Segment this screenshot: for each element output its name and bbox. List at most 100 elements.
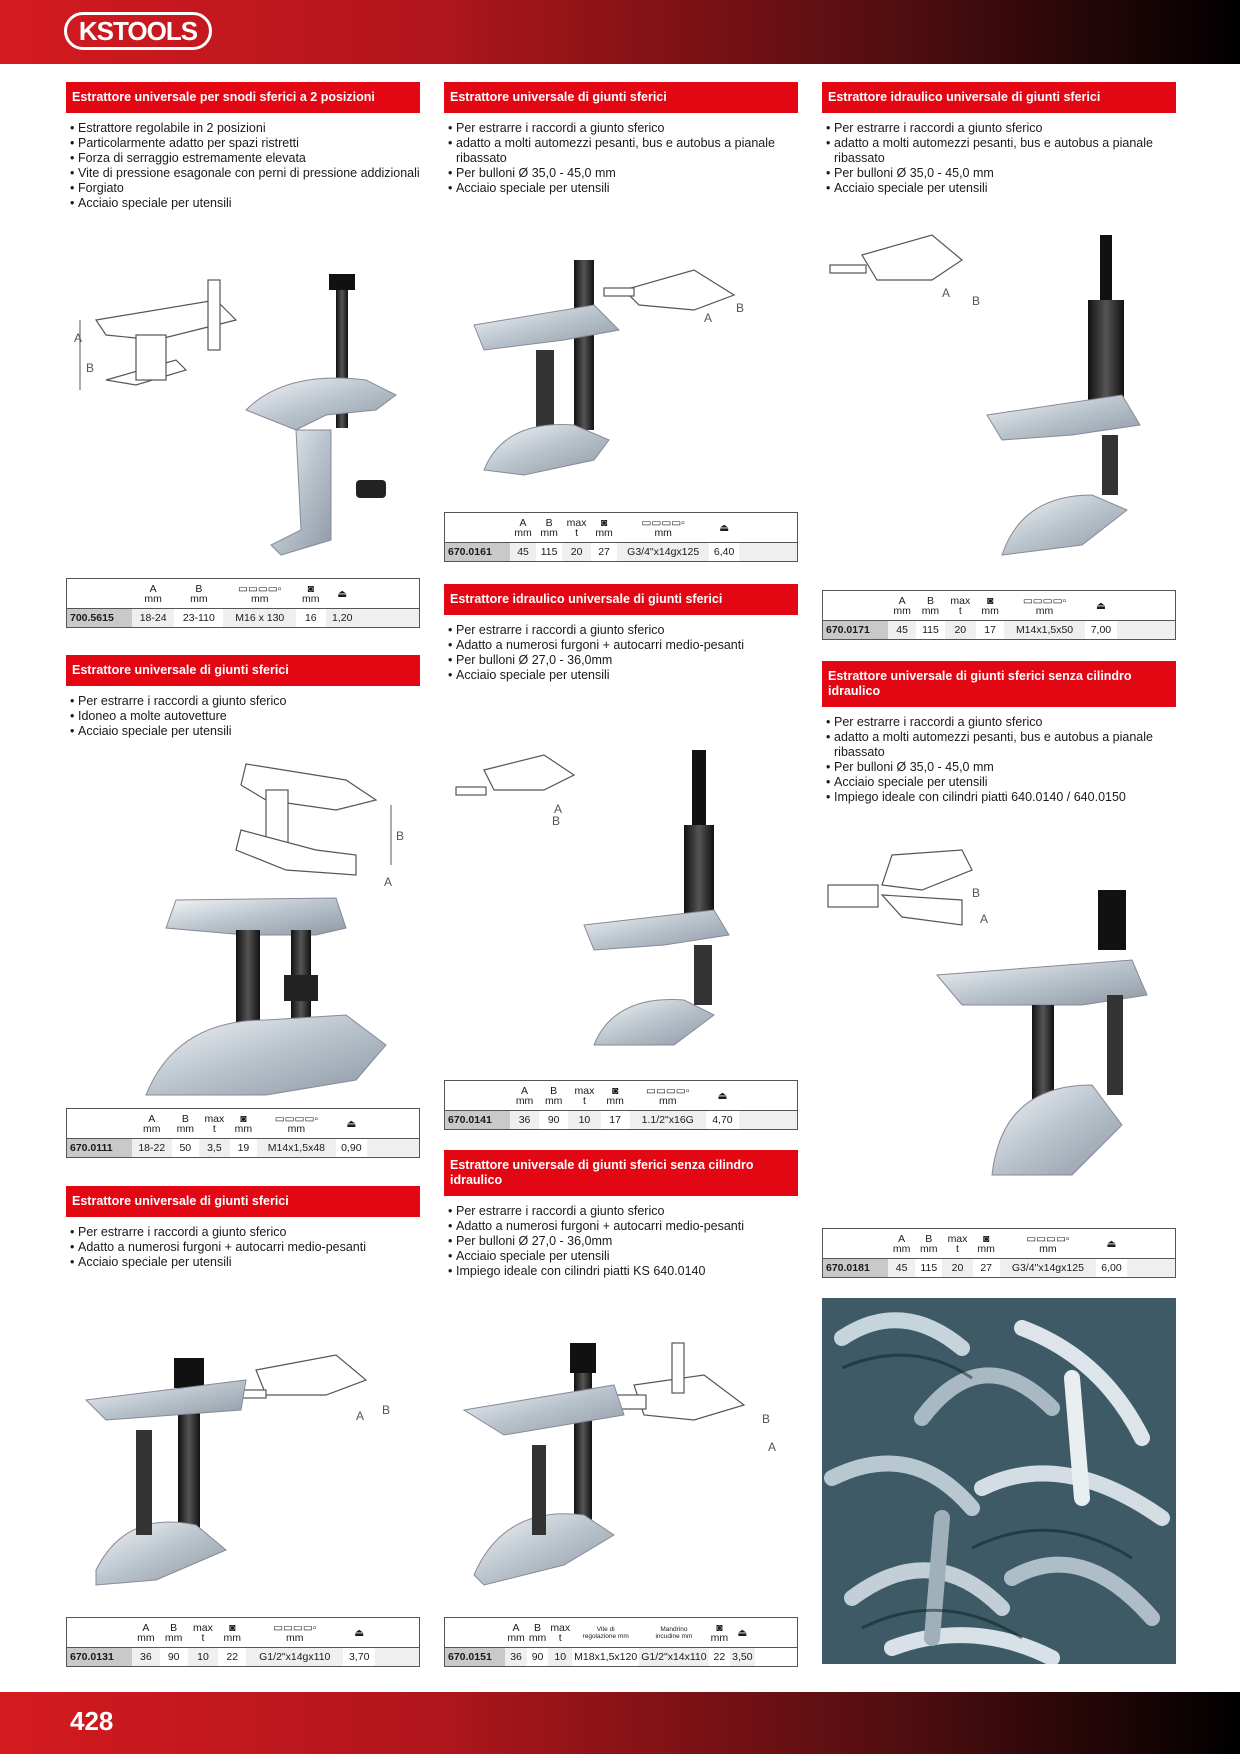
spec-header: ◙mm	[296, 579, 326, 609]
socket-icon: ◙	[983, 1232, 990, 1245]
feature-item: Per bulloni Ø 35,0 - 45,0 mm	[826, 760, 1176, 775]
product-670-0151: Estrattore universale di giunti sferici …	[444, 1150, 798, 1279]
socket-icon: ◙	[307, 582, 314, 595]
article-number: 700.5615	[67, 608, 132, 627]
spec-value: 115	[920, 1262, 938, 1274]
feature-item: Adatto a numerosi furgoni + autocarri me…	[448, 1219, 798, 1234]
feature-item: Acciaio speciale per utensili	[70, 1255, 420, 1270]
spec-value: 3,5	[199, 1138, 230, 1157]
spec-header: ⏏	[325, 579, 359, 609]
feature-item: Per estrarre i raccordi a giunto sferico	[826, 715, 1176, 730]
feature-item: Particolarmente adatto per spazi ristret…	[70, 136, 420, 151]
article-number: 670.0181	[823, 1258, 888, 1277]
product-image-670-0171: A B	[829, 234, 1141, 556]
weight-icon: ⏏	[717, 1089, 728, 1102]
dimension-label-b: B	[382, 1403, 390, 1417]
feature-item: Per estrarre i raccordi a giunto sferico	[70, 1225, 420, 1240]
feature-item: Forgiato	[70, 181, 420, 196]
dimension-label-a: A	[704, 311, 712, 325]
spec-header: ⏏	[1096, 1229, 1127, 1259]
weight-icon: ⏏	[346, 1117, 357, 1130]
spec-header: ⏏	[335, 1109, 367, 1139]
spec-header: ⏏	[730, 1618, 755, 1648]
feature-item: Per bulloni Ø 27,0 - 36,0mm	[448, 1234, 798, 1249]
feature-item: Acciaio speciale per utensili	[70, 196, 420, 211]
feature-list: Per estrarre i raccordi a giunto sferico…	[444, 121, 798, 196]
dimension-label-a: A	[384, 875, 392, 889]
dimension-label-b: B	[86, 361, 94, 375]
spec-value: 90	[547, 1114, 560, 1126]
product-670-0111: Estrattore universale di giunti sferici …	[66, 655, 420, 739]
weight-icon: ⏏	[354, 1626, 365, 1639]
spec-value: 1,20	[325, 608, 359, 627]
dimension-label-a: A	[74, 331, 82, 345]
dimension-label-b: B	[972, 886, 980, 900]
feature-item: Estrattore regolabile in 2 posizioni	[70, 121, 420, 136]
feature-item: adatto a molti automezzi pesanti, bus e …	[448, 136, 798, 166]
feature-item: Forza di serraggio estremamente elevata	[70, 151, 420, 166]
spec-header: ⏏	[705, 1081, 739, 1111]
spec-value: 10	[568, 1110, 601, 1129]
spec-value: 20	[942, 1258, 973, 1277]
spec-value: G1/2"x14gx110	[246, 1647, 344, 1666]
feature-item: Acciaio speciale per utensili	[448, 668, 798, 683]
article-number: 670.0161	[445, 542, 510, 561]
spec-header: ⏏	[343, 1618, 375, 1648]
spec-header: ▭▭▭▭▫mm	[999, 1229, 1097, 1259]
spec-header: ▭▭▭▭▫mm	[257, 1109, 336, 1139]
spec-value: 19	[237, 1142, 250, 1154]
product-700-5615: Estrattore universale per snodi sferici …	[66, 82, 420, 211]
ks-tools-logo: KSTOOLS	[64, 12, 212, 50]
spec-value: 18-22	[132, 1138, 172, 1157]
feature-item: Impiego ideale con cilindri piatti KS 64…	[448, 1264, 798, 1279]
dimension-label-a: A	[980, 912, 988, 926]
article-number: 670.0171	[823, 620, 888, 639]
feature-item: Acciaio speciale per utensili	[448, 1249, 798, 1264]
spec-header: ◙mm	[229, 1109, 258, 1139]
feature-list: Per estrarre i raccordi a giunto sferico…	[66, 694, 420, 739]
feature-item: Per estrarre i raccordi a giunto sferico	[70, 694, 420, 709]
weight-icon: ⏏	[1095, 599, 1106, 612]
dimension-label-b: B	[762, 1412, 770, 1426]
bolt-icon: ▭▭▭▭▫	[1022, 594, 1067, 607]
spec-value: 27	[598, 546, 610, 558]
logo-text: KSTOOLS	[78, 15, 198, 46]
weight-icon: ⏏	[719, 521, 730, 534]
bolt-icon: ▭▭▭▭▫	[274, 1112, 319, 1125]
dimension-label-b: B	[396, 829, 404, 843]
product-670-0171: Estrattore idraulico universale di giunt…	[822, 82, 1176, 196]
product-image-670-0181: B A	[827, 849, 1148, 1176]
feature-item: Acciaio speciale per utensili	[826, 181, 1176, 196]
spec-value: 20	[562, 542, 592, 561]
article-number: 670.0141	[445, 1110, 510, 1129]
product-title: Estrattore universale per snodi sferici …	[66, 82, 420, 113]
spec-value: M14x1,5x50	[1004, 620, 1085, 639]
spec-header: ▭▭▭▭▫mm	[223, 579, 297, 609]
weight-icon: ⏏	[1106, 1237, 1117, 1250]
spec-header: ▭▭▭▭▫mm	[629, 1081, 706, 1111]
spec-header: ⏏	[1084, 591, 1117, 621]
spec-value: G3/4"x14gx125	[617, 542, 710, 561]
spec-value: 3,50	[730, 1647, 755, 1666]
dimension-label-b: B	[972, 294, 980, 308]
spec-value: 22	[713, 1651, 726, 1663]
spec-header: ◙mm	[708, 1618, 731, 1648]
spec-value: 4,70	[712, 1114, 733, 1126]
spec-value: 22	[226, 1651, 239, 1663]
bolt-icon: ▭▭▭▭▫	[641, 516, 685, 529]
spec-header: ⏏	[709, 513, 739, 543]
